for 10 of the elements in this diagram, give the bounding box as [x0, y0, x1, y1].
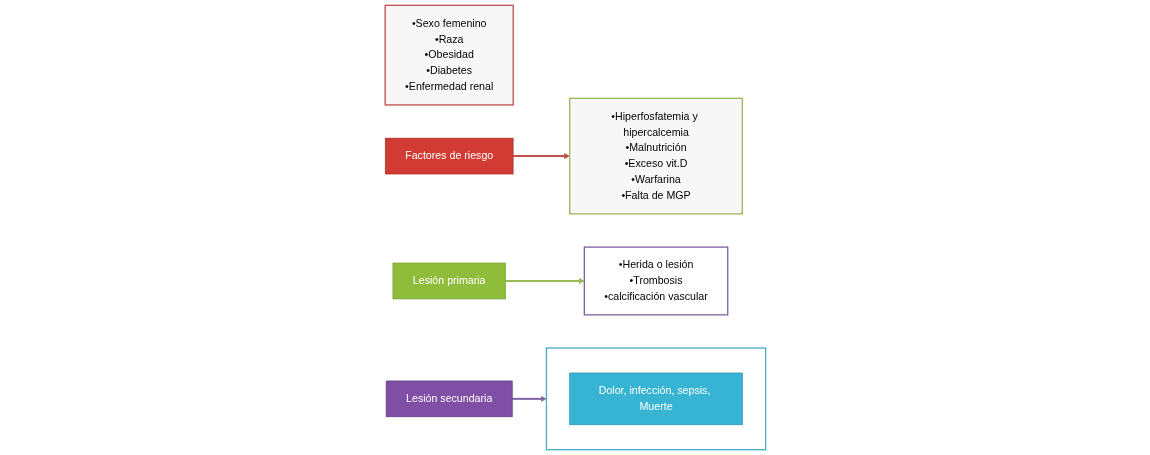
cluster: [545, 347, 766, 451]
node-box: Dolor, infección, sepsis, Muerte: [568, 372, 743, 426]
node-box: Lesión secundaria: [385, 380, 513, 418]
node-box: Factores de riesgo: [384, 137, 514, 175]
node-box: •Sexo femenino •Raza •Obesidad •Diabetes •Enfermedad renal: [384, 4, 514, 106]
node-box: •Herida o lesión •Trombosis •calcificación vascular: [583, 246, 728, 316]
arrow: [511, 153, 570, 159]
node-box: •Hiperfosfatemia y hipercalcemia •Malnutrición •Exceso vit.D •Warfarina •Falta de MGP: [568, 97, 743, 215]
node-box: Lesión primaria: [392, 262, 506, 300]
arrow: [510, 395, 547, 402]
